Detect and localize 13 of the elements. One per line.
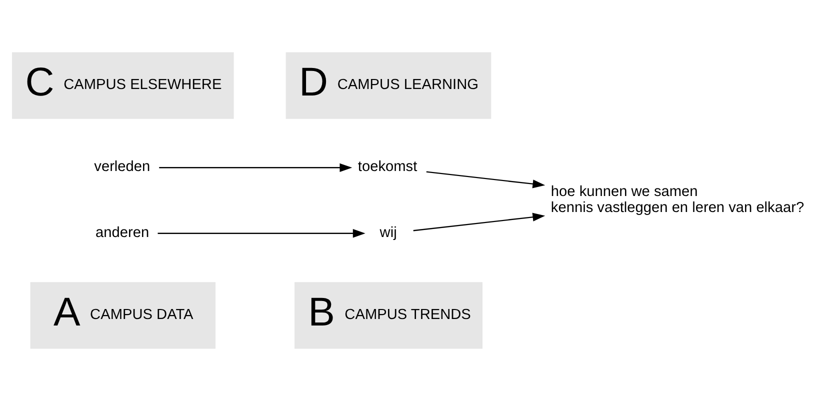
arrow — [413, 212, 546, 231]
arrow — [158, 228, 366, 238]
node-box: C CAMPUS ELSEWHERE — [12, 52, 234, 118]
node-box: B CAMPUS TRENDS — [294, 282, 482, 348]
node-text: wij — [380, 224, 397, 240]
node-text: hoe kunnen we samen kennis vastleggen en leren van elkaar? — [550, 183, 804, 216]
arrow — [426, 170, 546, 188]
node-box: D CAMPUS LEARNING — [286, 52, 492, 118]
node-text: anderen — [96, 224, 150, 240]
arrow — [159, 162, 352, 172]
node-text: toekomst — [358, 158, 418, 175]
node-box: A CAMPUS DATA — [30, 282, 216, 348]
node-text: verleden — [94, 158, 150, 175]
